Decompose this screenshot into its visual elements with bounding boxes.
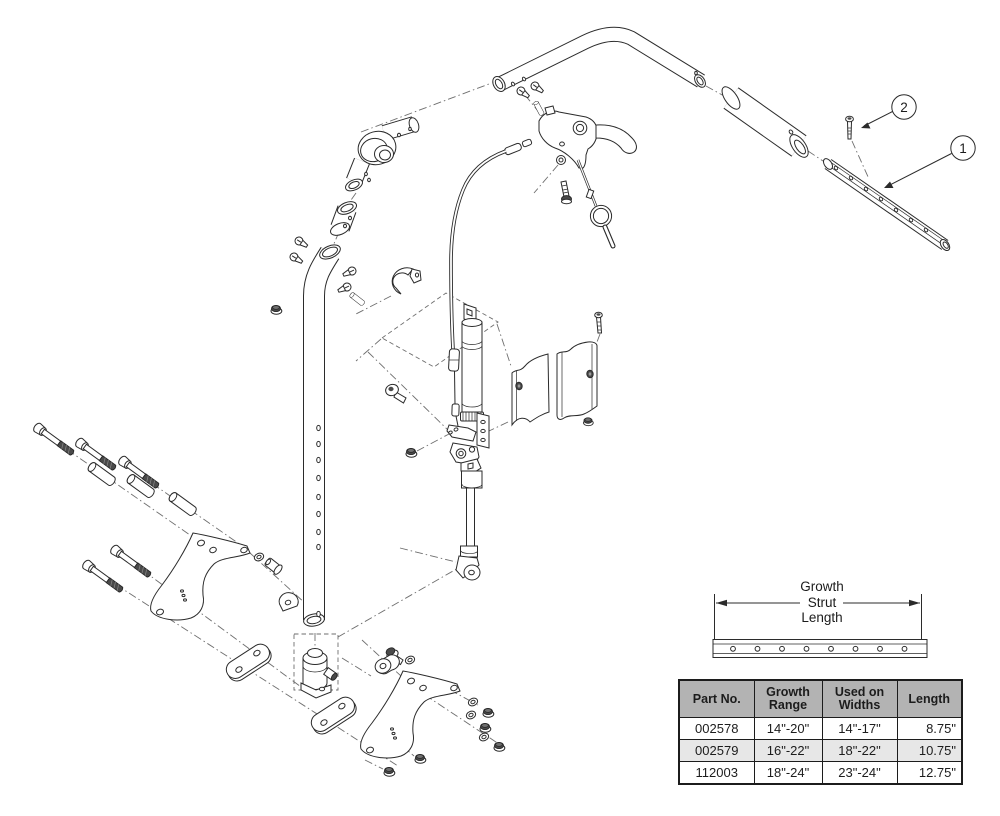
right-hardware	[374, 647, 506, 777]
spacer-plate-2	[307, 693, 361, 738]
table-row: 002579 16"-22" 18"-22" 10.75"	[678, 739, 963, 762]
handle-grip-sleeve	[721, 86, 809, 158]
gas-strut-assembly	[446, 303, 490, 581]
cell-used-on-widths: 23"-24"	[821, 761, 898, 785]
handle-screws	[514, 79, 546, 117]
saddle-washer	[278, 592, 299, 612]
table-row: 112003 18"-24" 23"-24" 12.75"	[678, 761, 963, 785]
bottom-pivot	[300, 648, 338, 699]
cell-growth-range: 14"-20"	[753, 717, 823, 740]
callout-balloon-2: 2	[861, 94, 917, 129]
strut-button-screw	[385, 383, 407, 404]
strut-side-view	[712, 639, 928, 658]
clamp-block	[511, 341, 598, 427]
dimension-arrow-right	[909, 599, 920, 607]
parts-table: Part No. Growth Range Used on Widths Len…	[678, 679, 963, 785]
balloon-2-number: 2	[900, 100, 908, 115]
bolt-spacers	[86, 460, 199, 518]
backrest-hinge-assembly	[345, 116, 420, 192]
cell-used-on-widths: 18"-22"	[821, 739, 898, 762]
dimension-label-line1: Growth	[800, 579, 844, 594]
callout-balloon-1: 1	[884, 135, 976, 188]
bracket-bushings	[252, 551, 283, 575]
brake-cable	[448, 138, 533, 427]
cell-part-no: 002579	[678, 739, 755, 762]
cable-hook-clamp	[391, 267, 422, 295]
cell-length: 8.75"	[896, 717, 963, 740]
cell-length: 10.75"	[896, 739, 963, 762]
dimension-arrow-left	[716, 599, 727, 607]
cell-part-no: 002578	[678, 717, 755, 740]
cell-used-on-widths: 14"-17"	[821, 717, 898, 740]
balloon-1-number: 1	[959, 141, 967, 156]
dimension-label-line3: Length	[801, 610, 842, 625]
post-nut	[270, 304, 283, 315]
insert-sleeve	[330, 201, 357, 236]
spacer-plate-1	[222, 640, 276, 685]
dimension-drawing: Growth Strut Length	[712, 579, 928, 658]
lever-screw	[560, 180, 572, 205]
brake-lever-assembly	[538, 105, 637, 169]
strut-nut	[405, 447, 418, 458]
cell-part-no: 112003	[678, 761, 755, 785]
clamp-screw	[594, 311, 603, 334]
table-row: 002578 14"-20" 14"-17" 8.75"	[678, 717, 963, 740]
cell-length: 12.75"	[896, 761, 963, 785]
mounting-bolts	[31, 421, 162, 595]
table-header-row: Part No. Growth Range Used on Widths Len…	[678, 679, 963, 718]
col-header-growth-range: Growth Range	[753, 679, 823, 718]
clamp-nut	[583, 417, 594, 427]
backrest-bracket-left	[150, 532, 251, 621]
growth-strut	[822, 158, 951, 252]
pull-pin	[576, 159, 616, 249]
col-header-used-on-widths: Used on Widths	[821, 679, 898, 718]
dimension-label-line2: Strut	[808, 595, 837, 610]
cell-growth-range: 18"-24"	[753, 761, 823, 785]
cell-growth-range: 16"-22"	[753, 739, 823, 762]
growth-adjustment-holes	[316, 424, 321, 618]
round-bushing	[374, 654, 400, 675]
push-handle-tube	[492, 26, 706, 92]
strut-mounting-screw	[845, 115, 854, 140]
col-header-part-no: Part No.	[678, 679, 755, 718]
col-header-length: Length	[896, 679, 963, 718]
back-post-tube	[303, 244, 341, 627]
backrest-bracket-right	[360, 670, 461, 759]
